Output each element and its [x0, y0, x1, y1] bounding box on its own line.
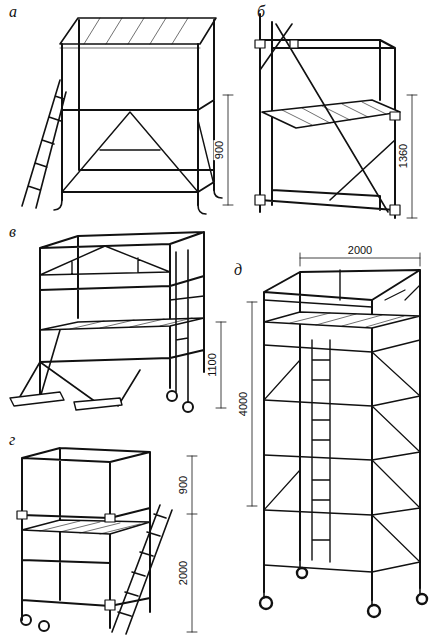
figure-letter: в — [8, 224, 17, 240]
wheel — [260, 597, 272, 609]
braces — [62, 112, 214, 192]
frame-tubes — [22, 448, 150, 628]
figure-letter: д — [233, 262, 243, 278]
dimension-value: 2000 — [347, 245, 373, 256]
dimension-value: 900 — [178, 475, 189, 495]
couplers — [255, 40, 400, 215]
deck — [22, 520, 150, 534]
guard-rails — [264, 270, 372, 307]
inner-ladder — [312, 340, 330, 562]
foot-boards — [10, 392, 122, 410]
wheel — [183, 402, 193, 412]
wheel — [21, 615, 31, 625]
scaffold-b — [255, 14, 417, 218]
deck — [40, 318, 204, 330]
scaffold-d — [17, 448, 197, 634]
deck — [262, 100, 400, 128]
deck-planks — [60, 18, 200, 48]
diagonal-brace — [260, 24, 395, 212]
dimension-value: 2000 — [178, 560, 189, 586]
scaffold-e — [247, 253, 427, 617]
scaffold-c — [10, 232, 226, 412]
wheel — [368, 605, 380, 617]
ladder — [112, 505, 172, 634]
wheel — [167, 391, 177, 401]
deck — [60, 18, 216, 44]
deck-planks — [40, 521, 140, 534]
figure-letter: а — [8, 4, 18, 20]
scaffold-a — [22, 18, 233, 214]
dimension-line — [216, 322, 226, 408]
couplers — [17, 511, 115, 610]
dimension-value: 900 — [214, 140, 225, 160]
dimension-line — [223, 95, 233, 205]
wheel — [39, 621, 49, 631]
top-truss — [40, 246, 170, 275]
diagonal-braces — [264, 285, 420, 562]
figure-letter: г — [8, 432, 16, 448]
deck — [264, 312, 420, 328]
frame-tubes — [40, 232, 204, 395]
dimension-value: 4000 — [238, 391, 249, 417]
frame-tubes — [264, 270, 420, 600]
wheel — [297, 568, 307, 578]
feet — [54, 190, 222, 214]
dimension-line — [187, 456, 197, 632]
dimension-line — [247, 253, 420, 506]
wheel — [417, 594, 427, 604]
dimension-value: 1360 — [398, 143, 409, 169]
deck-planks — [70, 318, 192, 329]
handrail — [170, 250, 204, 402]
dimension-line — [407, 95, 417, 218]
dimension-value: 1100 — [207, 352, 218, 378]
frame-tubes — [62, 20, 214, 205]
side-ladder — [22, 80, 66, 208]
deck-planks — [290, 313, 404, 327]
castor-forks — [264, 560, 420, 606]
figure-letter: б — [256, 4, 266, 20]
